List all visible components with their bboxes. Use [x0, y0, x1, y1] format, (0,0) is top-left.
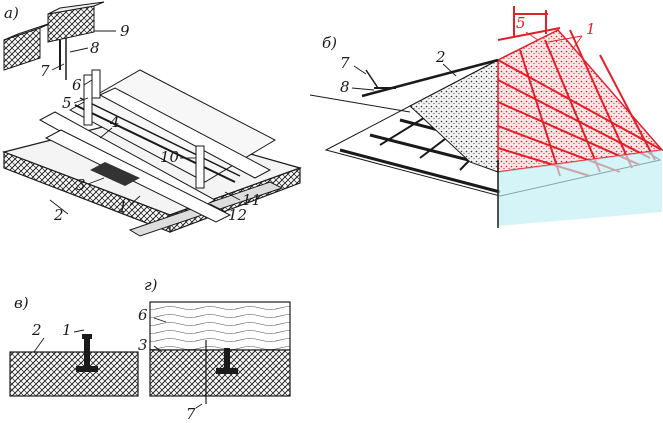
callout-a-2: 2	[53, 206, 64, 224]
callout-v-1: 1	[62, 321, 72, 339]
panel-a-isometric-view: а) 9 8 7 6 5 4 10 3 2 1 11 12	[2, 1, 302, 237]
panel-b-ceiling-grid: б) 1 5 2 7 8	[309, 6, 663, 228]
callout-b-5: 5	[516, 14, 526, 32]
callout-a-4: 4	[109, 113, 120, 131]
panel-a-label: а)	[4, 4, 19, 22]
panel-g-label: г)	[144, 276, 158, 294]
callout-a-11: 11	[242, 191, 261, 209]
callout-g-3: 3	[138, 336, 148, 354]
callout-v-2: 2	[31, 321, 42, 339]
panel-b-label: б)	[322, 34, 337, 52]
panel-v-section: в) 2 1	[9, 294, 139, 397]
callout-a-1: 1	[118, 198, 128, 216]
callout-a-9: 9	[120, 22, 130, 40]
callout-a-3: 3	[76, 176, 86, 194]
callout-b-7: 7	[340, 54, 350, 72]
callout-a-12: 12	[228, 206, 247, 224]
callout-a-10: 10	[160, 148, 180, 166]
callout-a-7: 7	[40, 62, 50, 80]
callout-a-6: 6	[72, 76, 82, 94]
callout-a-5: 5	[62, 94, 72, 112]
callout-b-1: 1	[586, 20, 596, 38]
callout-b-2: 2	[435, 48, 446, 66]
callout-g-6: 6	[138, 306, 148, 324]
panel-g-section: г) 6 3 7	[138, 276, 291, 423]
callout-g-7: 7	[186, 405, 196, 423]
callout-a-8: 8	[90, 39, 100, 57]
callout-b-8: 8	[340, 78, 350, 96]
panel-v-label: в)	[14, 294, 29, 312]
